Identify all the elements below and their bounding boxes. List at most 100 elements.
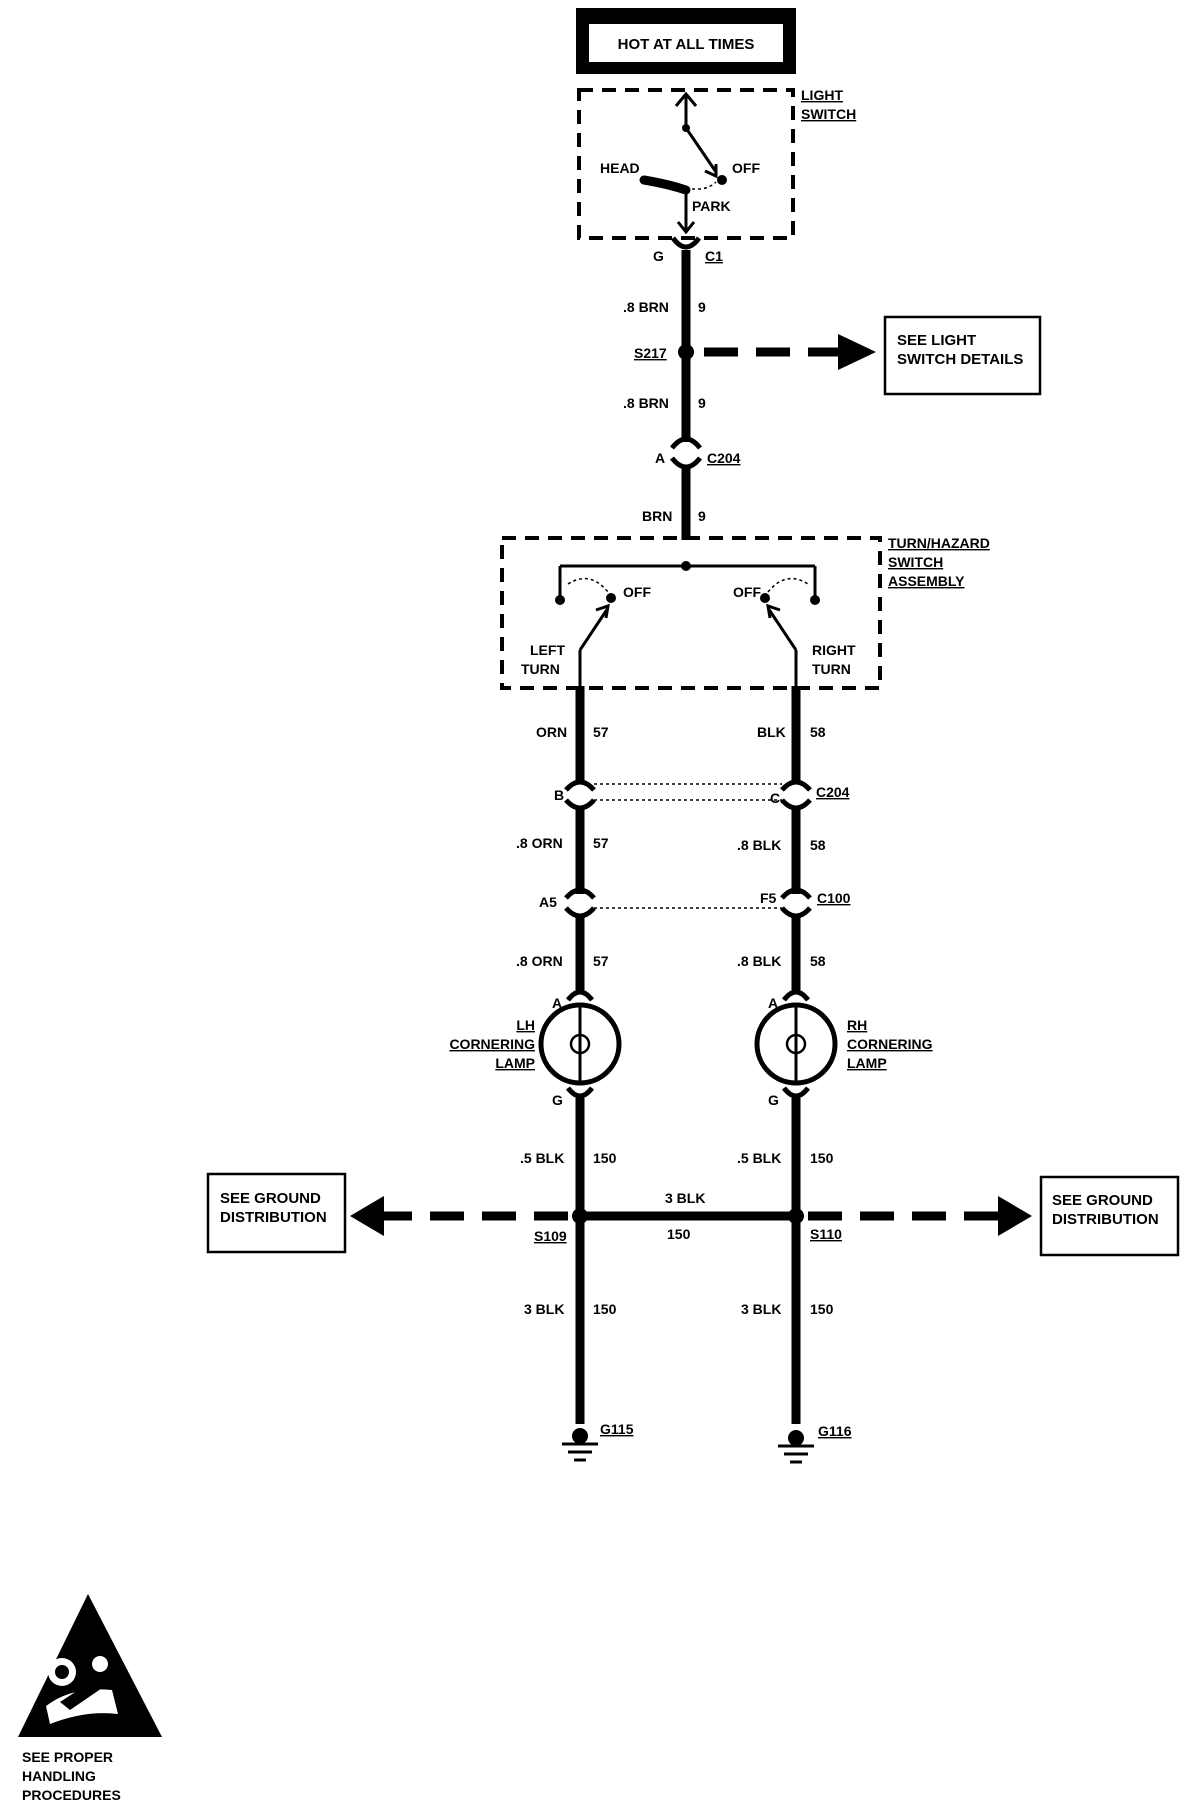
c1-connector xyxy=(670,236,702,250)
light-switch-boundary xyxy=(577,88,795,240)
wire-9-circuit-lower: 9 xyxy=(698,508,706,524)
wire-58-color-upper: BLK xyxy=(757,724,786,740)
c100-pin-a5: A5 xyxy=(539,894,557,910)
rh-cornering-lamp: A G RH CORNERING LAMP xyxy=(754,989,933,1108)
see-ground-distribution-left-box: SEE GROUND DISTRIBUTION xyxy=(206,1172,347,1254)
hot-at-all-times-label: HOT AT ALL TIMES xyxy=(618,36,755,53)
c100-connector-f5 xyxy=(780,887,812,900)
lh-cornering-label: CORNERING xyxy=(449,1036,535,1052)
lh-lamp-label: LAMP xyxy=(495,1055,535,1071)
s109-splice xyxy=(572,1208,588,1224)
hot-at-all-times-box: HOT AT ALL TIMES xyxy=(576,8,796,74)
wire-9-size-upper: .8 BRN xyxy=(623,299,669,315)
light-switch-label-line1: LIGHT xyxy=(801,87,843,103)
s109-label: S109 xyxy=(534,1228,567,1244)
wire-150-size-right-upper: .5 BLK xyxy=(737,1150,781,1166)
wire-57-color-upper: ORN xyxy=(536,724,567,740)
c204-pin-c: C xyxy=(770,790,780,806)
wire-58-size-lower: .8 BLK xyxy=(737,953,781,969)
lh-lamp-pin-g: G xyxy=(552,1092,563,1108)
c204-connector-a xyxy=(670,436,702,450)
handling-procedures-warning: SEE PROPER HANDLING PROCEDURES xyxy=(18,1594,162,1803)
rh-lamp-pin-a: A xyxy=(768,995,778,1011)
rh-cornering-label: CORNERING xyxy=(847,1036,933,1052)
left-off-label: OFF xyxy=(623,584,651,600)
c100-label: C100 xyxy=(817,890,851,906)
g116-label: G116 xyxy=(818,1423,852,1439)
head-contact xyxy=(639,175,691,195)
wire-9-size-mid: .8 BRN xyxy=(623,395,669,411)
lh-cornering-lamp: A G LH CORNERING LAMP xyxy=(449,989,622,1108)
rh-bulb-filament xyxy=(785,1033,807,1055)
see-light-switch-details-box: SEE LIGHT SWITCH DETAILS xyxy=(883,315,1042,396)
wire-57-circuit-upper: 57 xyxy=(593,724,609,740)
wire-57-size-lower: .8 ORN xyxy=(516,953,563,969)
wire-150-size-right-lower: 3 BLK xyxy=(741,1301,781,1317)
lh-bulb-filament xyxy=(569,1033,591,1055)
s110-splice xyxy=(788,1208,804,1224)
wire-58-circuit-mid: 58 xyxy=(810,837,826,853)
turn-hazard-label-line2: SWITCH xyxy=(888,554,943,570)
see-light-label-line1: SEE LIGHT xyxy=(897,332,976,349)
g115-label: G115 xyxy=(600,1421,634,1437)
warning-triangle-icon xyxy=(18,1594,162,1737)
right-turn-label: TURN xyxy=(812,661,851,677)
left-turn-label: TURN xyxy=(521,661,560,677)
c1-label: C1 xyxy=(705,248,723,264)
wire-9-circuit-upper: 9 xyxy=(698,299,706,315)
wire-150-size-left-lower: 3 BLK xyxy=(524,1301,564,1317)
see-ground-distribution-right-box: SEE GROUND DISTRIBUTION xyxy=(1039,1175,1180,1257)
s110-label: S110 xyxy=(810,1226,842,1242)
light-switch-label-line2: SWITCH xyxy=(801,106,856,122)
wire-9-color-lower: BRN xyxy=(642,508,672,524)
wire-57-circuit-lower: 57 xyxy=(593,953,609,969)
g116-ground: G116 xyxy=(778,1423,852,1464)
light-switch: LIGHT SWITCH HEAD OFF PARK xyxy=(577,87,856,240)
proper-label-line1: SEE PROPER xyxy=(22,1749,113,1765)
rh-label: RH xyxy=(847,1017,867,1033)
off-label: OFF xyxy=(732,160,760,176)
off-contact xyxy=(717,175,727,185)
wire-150-circuit-right-lower: 150 xyxy=(810,1301,834,1317)
left-label: LEFT xyxy=(530,642,565,658)
bus-circuit-label: 150 xyxy=(667,1226,691,1242)
wire-150-circuit-left-lower: 150 xyxy=(593,1301,617,1317)
wire-58-size-mid: .8 BLK xyxy=(737,837,781,853)
wire-58-circuit-upper: 58 xyxy=(810,724,826,740)
rh-lamp-pin-g: G xyxy=(768,1092,779,1108)
s217-splice xyxy=(678,344,694,360)
wire-150-circuit-left-upper: 150 xyxy=(593,1150,617,1166)
turn-hazard-switch-assembly: TURN/HAZARD SWITCH ASSEMBLY OFF LEFT TUR… xyxy=(500,535,990,690)
right-label: RIGHT xyxy=(812,642,856,658)
ground-left-label-line2: DISTRIBUTION xyxy=(220,1209,327,1226)
g115-ground: G115 xyxy=(562,1421,634,1462)
c100-pin-f5: F5 xyxy=(760,890,777,906)
ground-left-label-line1: SEE GROUND xyxy=(220,1190,321,1207)
right-off-label: OFF xyxy=(733,584,761,600)
wire-57-size-mid: .8 ORN xyxy=(516,835,563,851)
c100-connector-a5 xyxy=(564,887,596,900)
wire-58-circuit-lower: 58 xyxy=(810,953,826,969)
proper-label-line3: PROCEDURES xyxy=(22,1787,121,1803)
see-light-label-line2: SWITCH DETAILS xyxy=(897,351,1023,368)
c204-connector-b xyxy=(564,779,596,792)
wire-150-circuit-right-upper: 150 xyxy=(810,1150,834,1166)
lh-label: LH xyxy=(516,1017,535,1033)
right-off-contact xyxy=(760,593,770,603)
head-label: HEAD xyxy=(600,160,640,176)
left-off-contact xyxy=(606,593,616,603)
turn-hazard-label-line1: TURN/HAZARD xyxy=(888,535,990,551)
bus-size-label: 3 BLK xyxy=(665,1190,705,1206)
s217-label: S217 xyxy=(634,345,667,361)
turn-hazard-boundary xyxy=(500,536,882,690)
proper-label-line2: HANDLING xyxy=(22,1768,96,1784)
c1-pin-g: G xyxy=(653,248,664,264)
turn-hazard-label-line3: ASSEMBLY xyxy=(888,573,965,589)
rh-lamp-label: LAMP xyxy=(847,1055,887,1071)
wire-150-size-left-upper: .5 BLK xyxy=(520,1150,564,1166)
ground-right-label-line2: DISTRIBUTION xyxy=(1052,1211,1159,1228)
lh-lamp-pin-a: A xyxy=(552,995,562,1011)
c204-label-lower: C204 xyxy=(816,784,850,800)
wire-57-circuit-mid: 57 xyxy=(593,835,609,851)
